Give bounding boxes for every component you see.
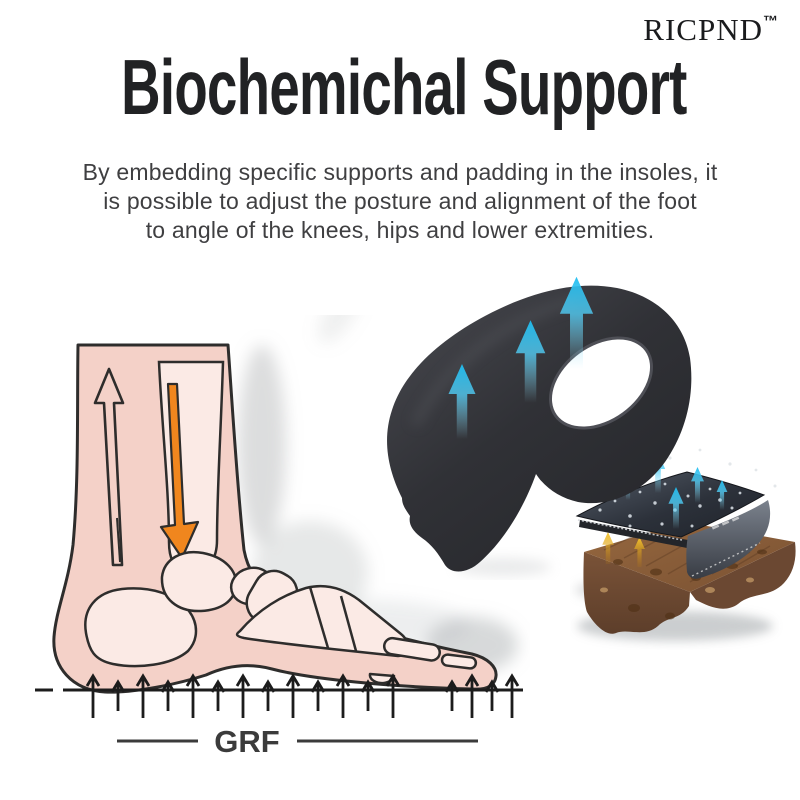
description-line: to angle of the knees, hips and lower ex… — [145, 217, 655, 243]
grf-label-group: GRF — [117, 724, 478, 759]
grf-up-arrow-icon — [235, 673, 251, 718]
cork-speckles-light — [600, 577, 754, 593]
grf-up-arrow-icon — [285, 673, 301, 718]
grf-up-arrow-icon — [504, 673, 520, 718]
grf-up-arrow-icon — [210, 679, 226, 711]
metatarsal-joint-line — [308, 586, 330, 649]
description-line: By embedding specific supports and paddi… — [82, 159, 718, 185]
toe-bone — [440, 653, 478, 670]
grf-label: GRF — [214, 724, 279, 759]
grf-up-arrow-icon — [85, 673, 101, 718]
down-orange-arrow-icon — [159, 382, 200, 560]
phalanx-bone — [382, 636, 441, 662]
grf-up-arrow-icon — [160, 679, 176, 711]
grf-up-arrow-icon — [484, 679, 500, 711]
fabric-drape-layer — [579, 500, 771, 579]
grf-up-arrow-icon — [385, 673, 401, 718]
grf-up-arrow-icon — [110, 679, 126, 711]
brand-logo: RICPND™ — [643, 12, 778, 48]
cork-right-face — [690, 542, 796, 609]
orthotic-insole — [387, 276, 692, 576]
description-line: is possible to adjust the posture and al… — [103, 188, 697, 214]
description: By embedding specific supports and paddi… — [0, 158, 800, 245]
insole-layers-cutaway — [575, 445, 796, 641]
grf-arrows — [85, 673, 520, 718]
page-title: Biochemichal Support — [0, 48, 800, 126]
sheet-serrated-edge — [577, 519, 683, 541]
cork-front-face — [583, 552, 690, 634]
talus-bone — [160, 550, 238, 613]
grf-up-arrow-icon — [185, 673, 201, 718]
trademark-symbol: ™ — [763, 13, 778, 30]
fibula-line — [116, 517, 121, 563]
foot-bones — [84, 550, 478, 685]
foot-anatomy-diagram: GRF — [35, 315, 523, 759]
grf-up-arrow-icon — [360, 679, 376, 711]
grf-up-arrow-icon — [310, 679, 326, 711]
insole-body — [387, 285, 692, 572]
grf-up-arrow-icon — [260, 679, 276, 711]
sheet-print-marks — [711, 516, 740, 530]
brand-name: RICPND — [643, 12, 763, 47]
grf-up-arrow-icon — [135, 673, 151, 718]
up-outline-arrow-icon — [93, 367, 125, 567]
headline-text: Biochemichal Support — [121, 43, 687, 131]
waterproof-sheet-layer — [575, 445, 777, 541]
insole-arch-sheen — [410, 295, 577, 428]
grf-up-arrow-icon — [335, 673, 351, 718]
grf-up-arrow-icon — [444, 679, 460, 711]
metatarsal-joint-line — [339, 595, 358, 652]
grf-up-arrow-icon — [464, 673, 480, 718]
calcaneus-bone — [84, 587, 198, 668]
